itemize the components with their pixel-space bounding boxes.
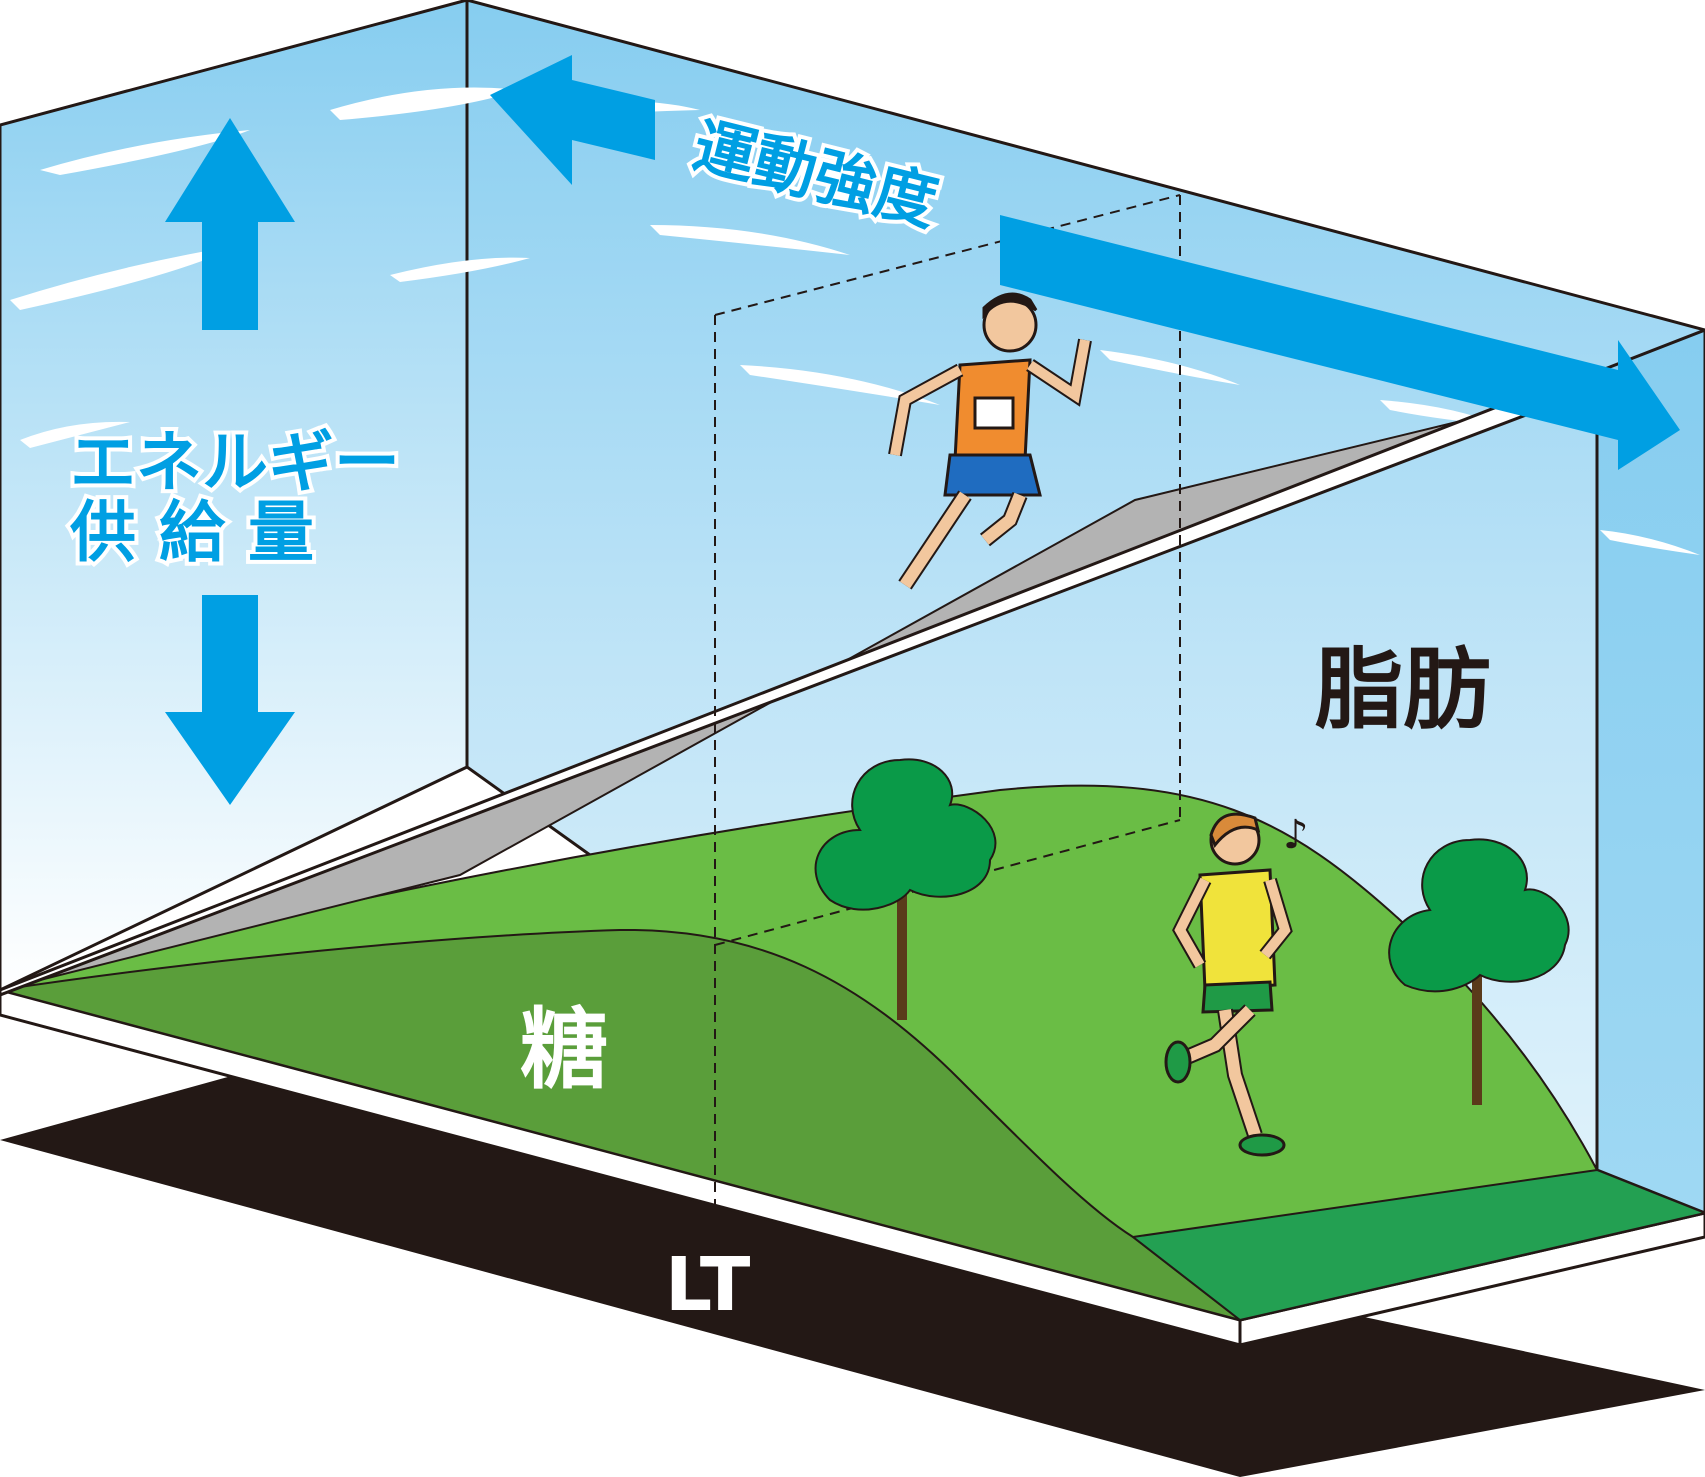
music-note-icon: ♪ xyxy=(1283,812,1309,858)
tree-icon xyxy=(814,758,997,1020)
floor-strip xyxy=(1130,1168,1705,1322)
energy-label-line1: エネルギー xyxy=(70,424,400,501)
lt-label: LT xyxy=(665,1242,751,1328)
tree-icon xyxy=(1388,838,1570,1105)
right-arrow-icon xyxy=(1000,215,1680,470)
sugar-label: 糖 xyxy=(520,998,608,1101)
sugar-area xyxy=(0,928,1241,1321)
jogger-icon xyxy=(1164,812,1293,1157)
fat-label: 脂肪 xyxy=(1315,638,1491,741)
ground-shadow xyxy=(0,1075,1705,1477)
energy-label-line2: 供 給 量 xyxy=(70,494,314,571)
runner-icon xyxy=(888,292,1092,590)
right-face xyxy=(1595,328,1705,1215)
left-arrow-icon xyxy=(490,55,655,185)
up-arrow-icon xyxy=(165,118,295,330)
down-arrow-icon xyxy=(165,595,295,805)
